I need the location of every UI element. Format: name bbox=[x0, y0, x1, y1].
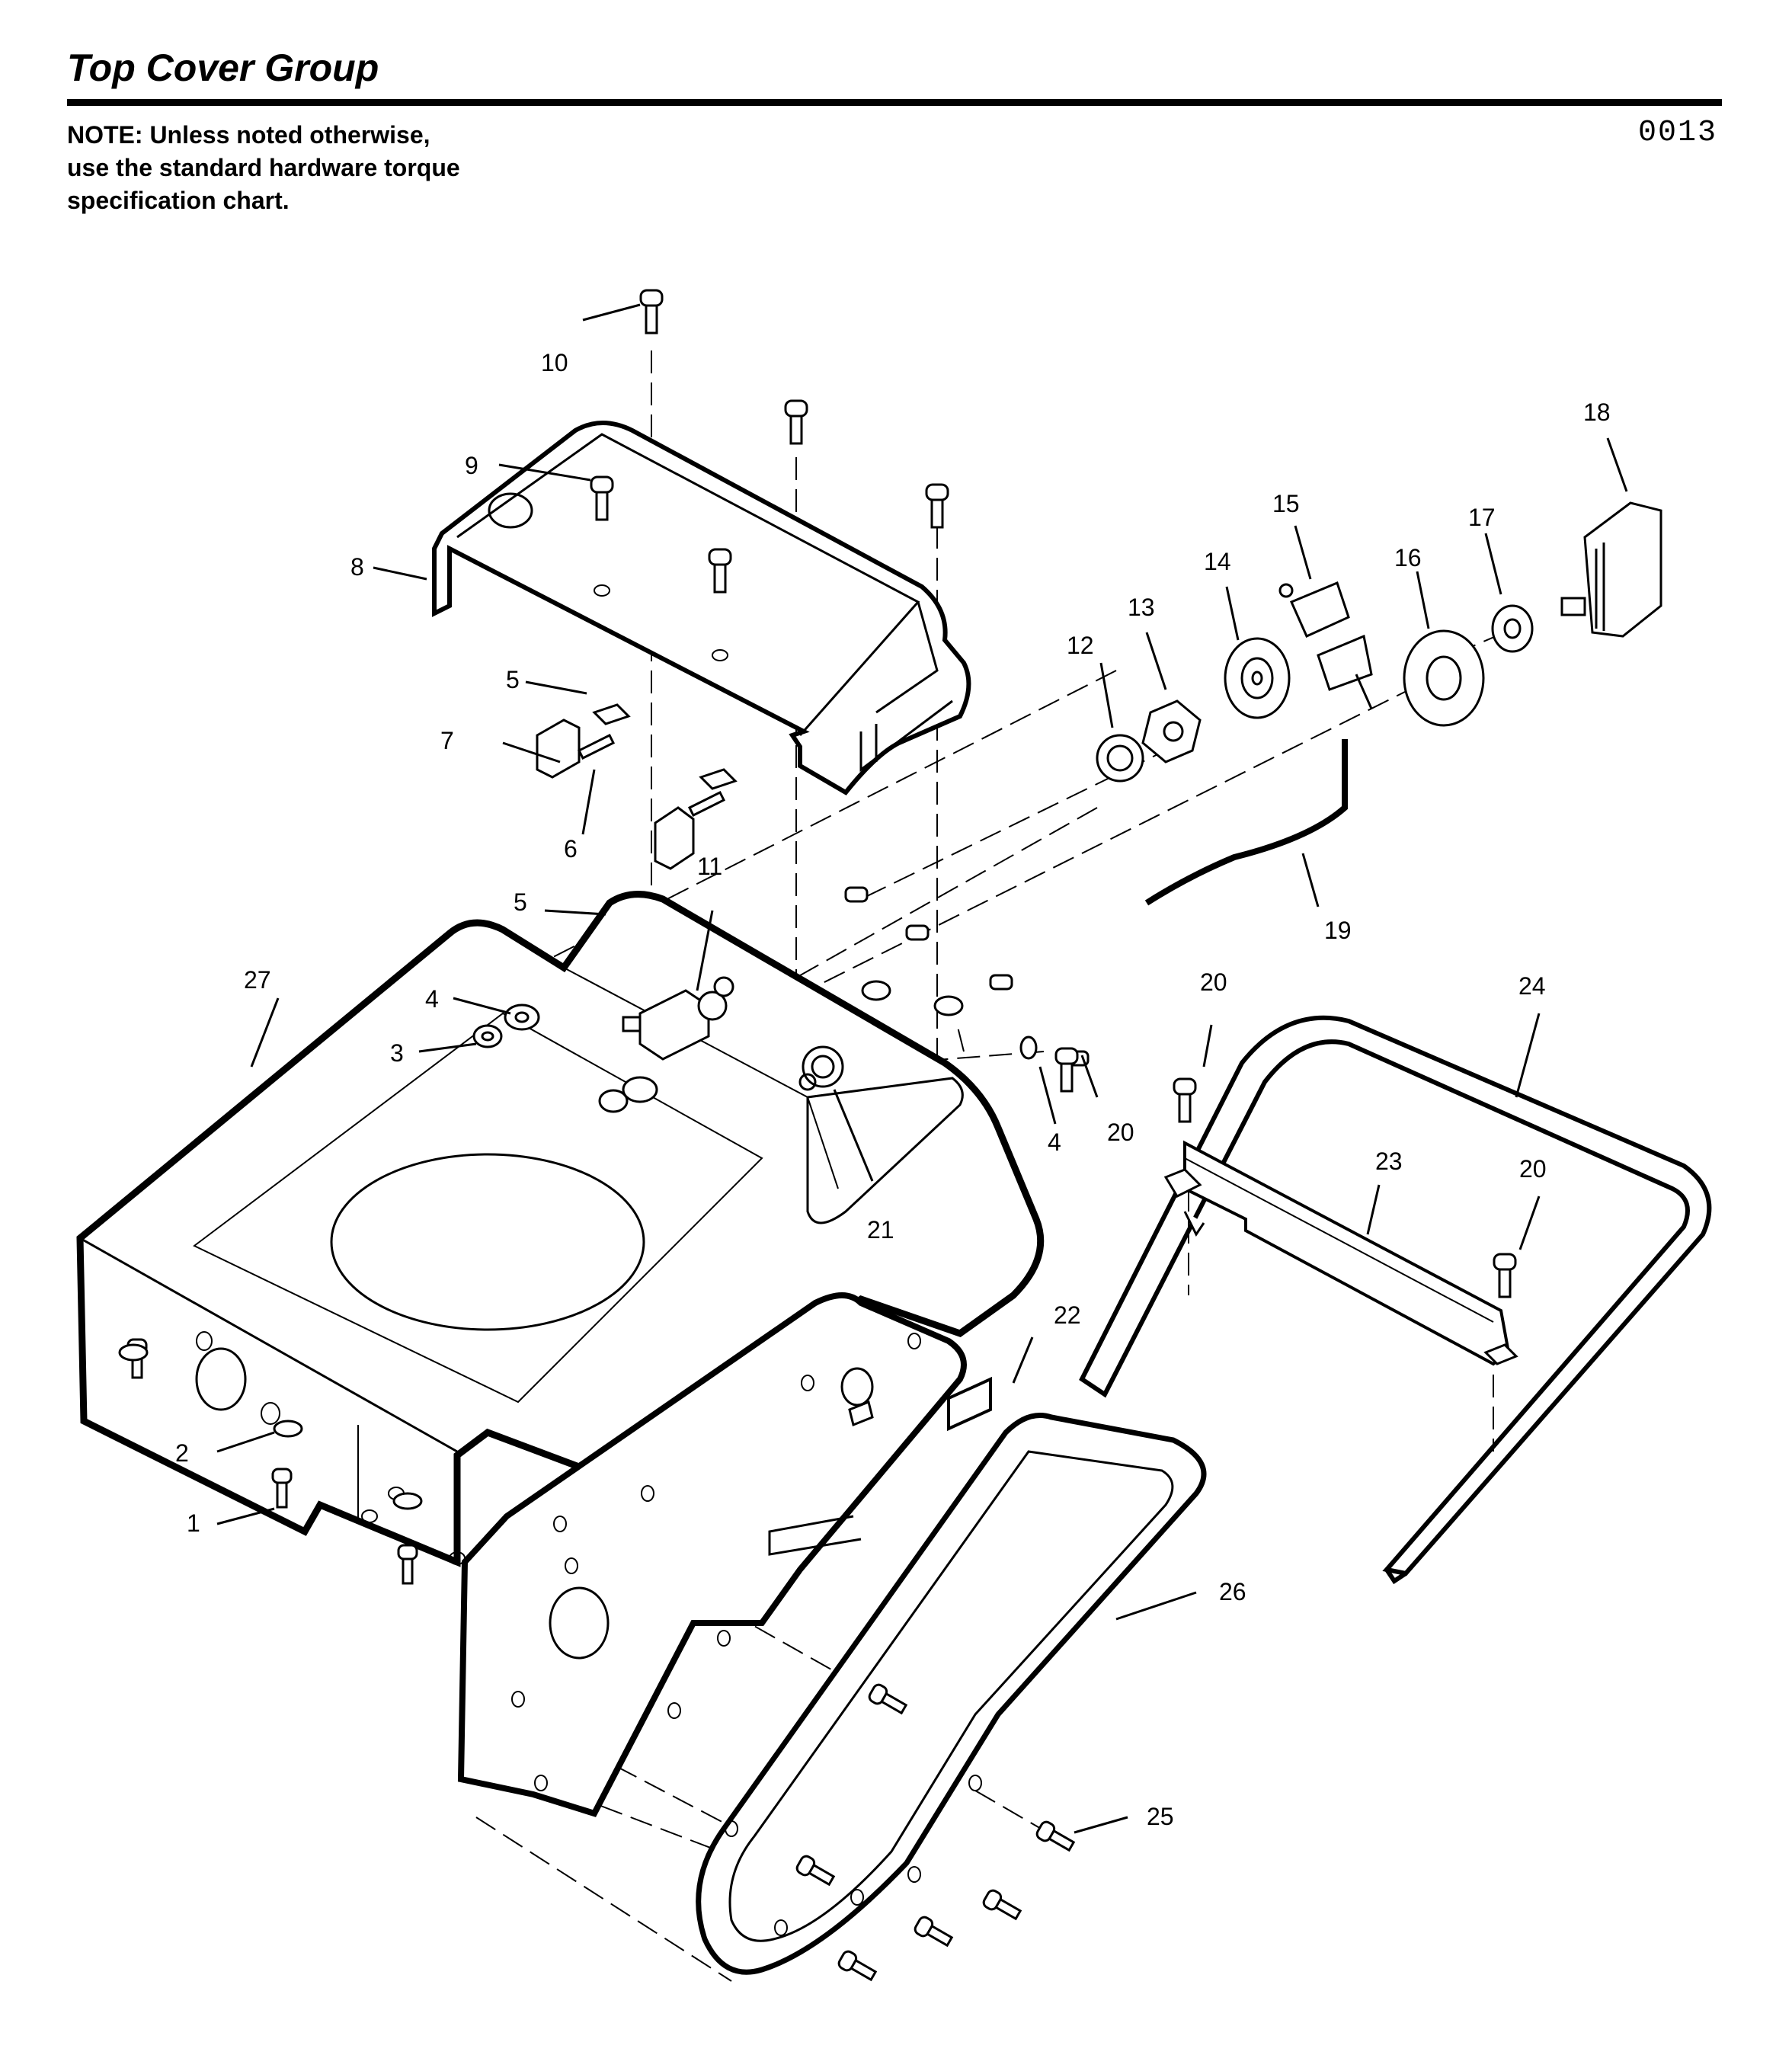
screw-icons-lower bbox=[118, 1338, 1076, 1982]
pad-part-22 bbox=[947, 1376, 992, 1432]
callout-18: 18 bbox=[1583, 399, 1611, 426]
callout-13: 13 bbox=[1128, 594, 1155, 621]
callout-20a: 20 bbox=[1200, 968, 1227, 996]
page-title: Top Cover Group bbox=[67, 46, 379, 89]
side-plate bbox=[457, 1292, 967, 1817]
callout-2: 2 bbox=[175, 1439, 189, 1467]
callout-11: 11 bbox=[697, 853, 722, 880]
handle-part-24 bbox=[1079, 1015, 1712, 1585]
callout-10: 10 bbox=[541, 349, 568, 376]
torque-note: NOTE: Unless noted otherwise, use the st… bbox=[67, 119, 600, 217]
callout-27: 27 bbox=[244, 966, 271, 994]
callout-22: 22 bbox=[1054, 1301, 1081, 1329]
callout-23: 23 bbox=[1375, 1148, 1403, 1175]
leader-lines bbox=[216, 303, 1628, 1834]
callout-8: 8 bbox=[350, 553, 364, 581]
callout-3: 3 bbox=[390, 1039, 404, 1067]
callout-4b: 4 bbox=[1048, 1128, 1061, 1156]
callout-5a: 5 bbox=[506, 666, 520, 693]
callout-24: 24 bbox=[1518, 972, 1546, 1000]
callout-16: 16 bbox=[1394, 544, 1422, 571]
callout-19: 19 bbox=[1324, 917, 1352, 944]
housing-part-27 bbox=[76, 891, 1045, 1567]
bracket-parts bbox=[536, 703, 738, 870]
callout-1: 1 bbox=[187, 1509, 200, 1537]
callout-labels: 1 2 3 4 4 5 5 6 7 8 9 10 11 12 13 14 15 … bbox=[175, 349, 1611, 1830]
key-switch-assembly bbox=[1096, 501, 1662, 783]
title-rule bbox=[67, 99, 1722, 106]
note-line-2: use the standard hardware torque bbox=[67, 154, 460, 181]
callout-7: 7 bbox=[440, 727, 454, 754]
note-line-1: NOTE: Unless noted otherwise, bbox=[67, 121, 430, 149]
screw-icons-top bbox=[590, 289, 949, 594]
callout-21: 21 bbox=[867, 1216, 894, 1244]
callout-14: 14 bbox=[1204, 548, 1231, 575]
callout-6: 6 bbox=[564, 835, 578, 863]
callout-20b: 20 bbox=[1107, 1119, 1134, 1146]
callout-26: 26 bbox=[1219, 1578, 1246, 1605]
top-cover-part-8 bbox=[432, 421, 971, 795]
callout-20c: 20 bbox=[1519, 1155, 1547, 1183]
callout-12: 12 bbox=[1067, 632, 1094, 659]
callout-25: 25 bbox=[1147, 1803, 1174, 1830]
cable-part-19 bbox=[1144, 739, 1348, 906]
belt-cover-part-26 bbox=[696, 1413, 1207, 1975]
callout-9: 9 bbox=[465, 452, 478, 479]
screw-icons-handle bbox=[1054, 1047, 1517, 1298]
callout-15: 15 bbox=[1272, 490, 1300, 517]
callout-17: 17 bbox=[1468, 504, 1496, 531]
diagram-code: 0013 bbox=[1638, 116, 1718, 150]
note-line-3: specification chart. bbox=[67, 187, 290, 214]
callout-5b: 5 bbox=[514, 888, 527, 916]
callout-4a: 4 bbox=[425, 985, 439, 1013]
